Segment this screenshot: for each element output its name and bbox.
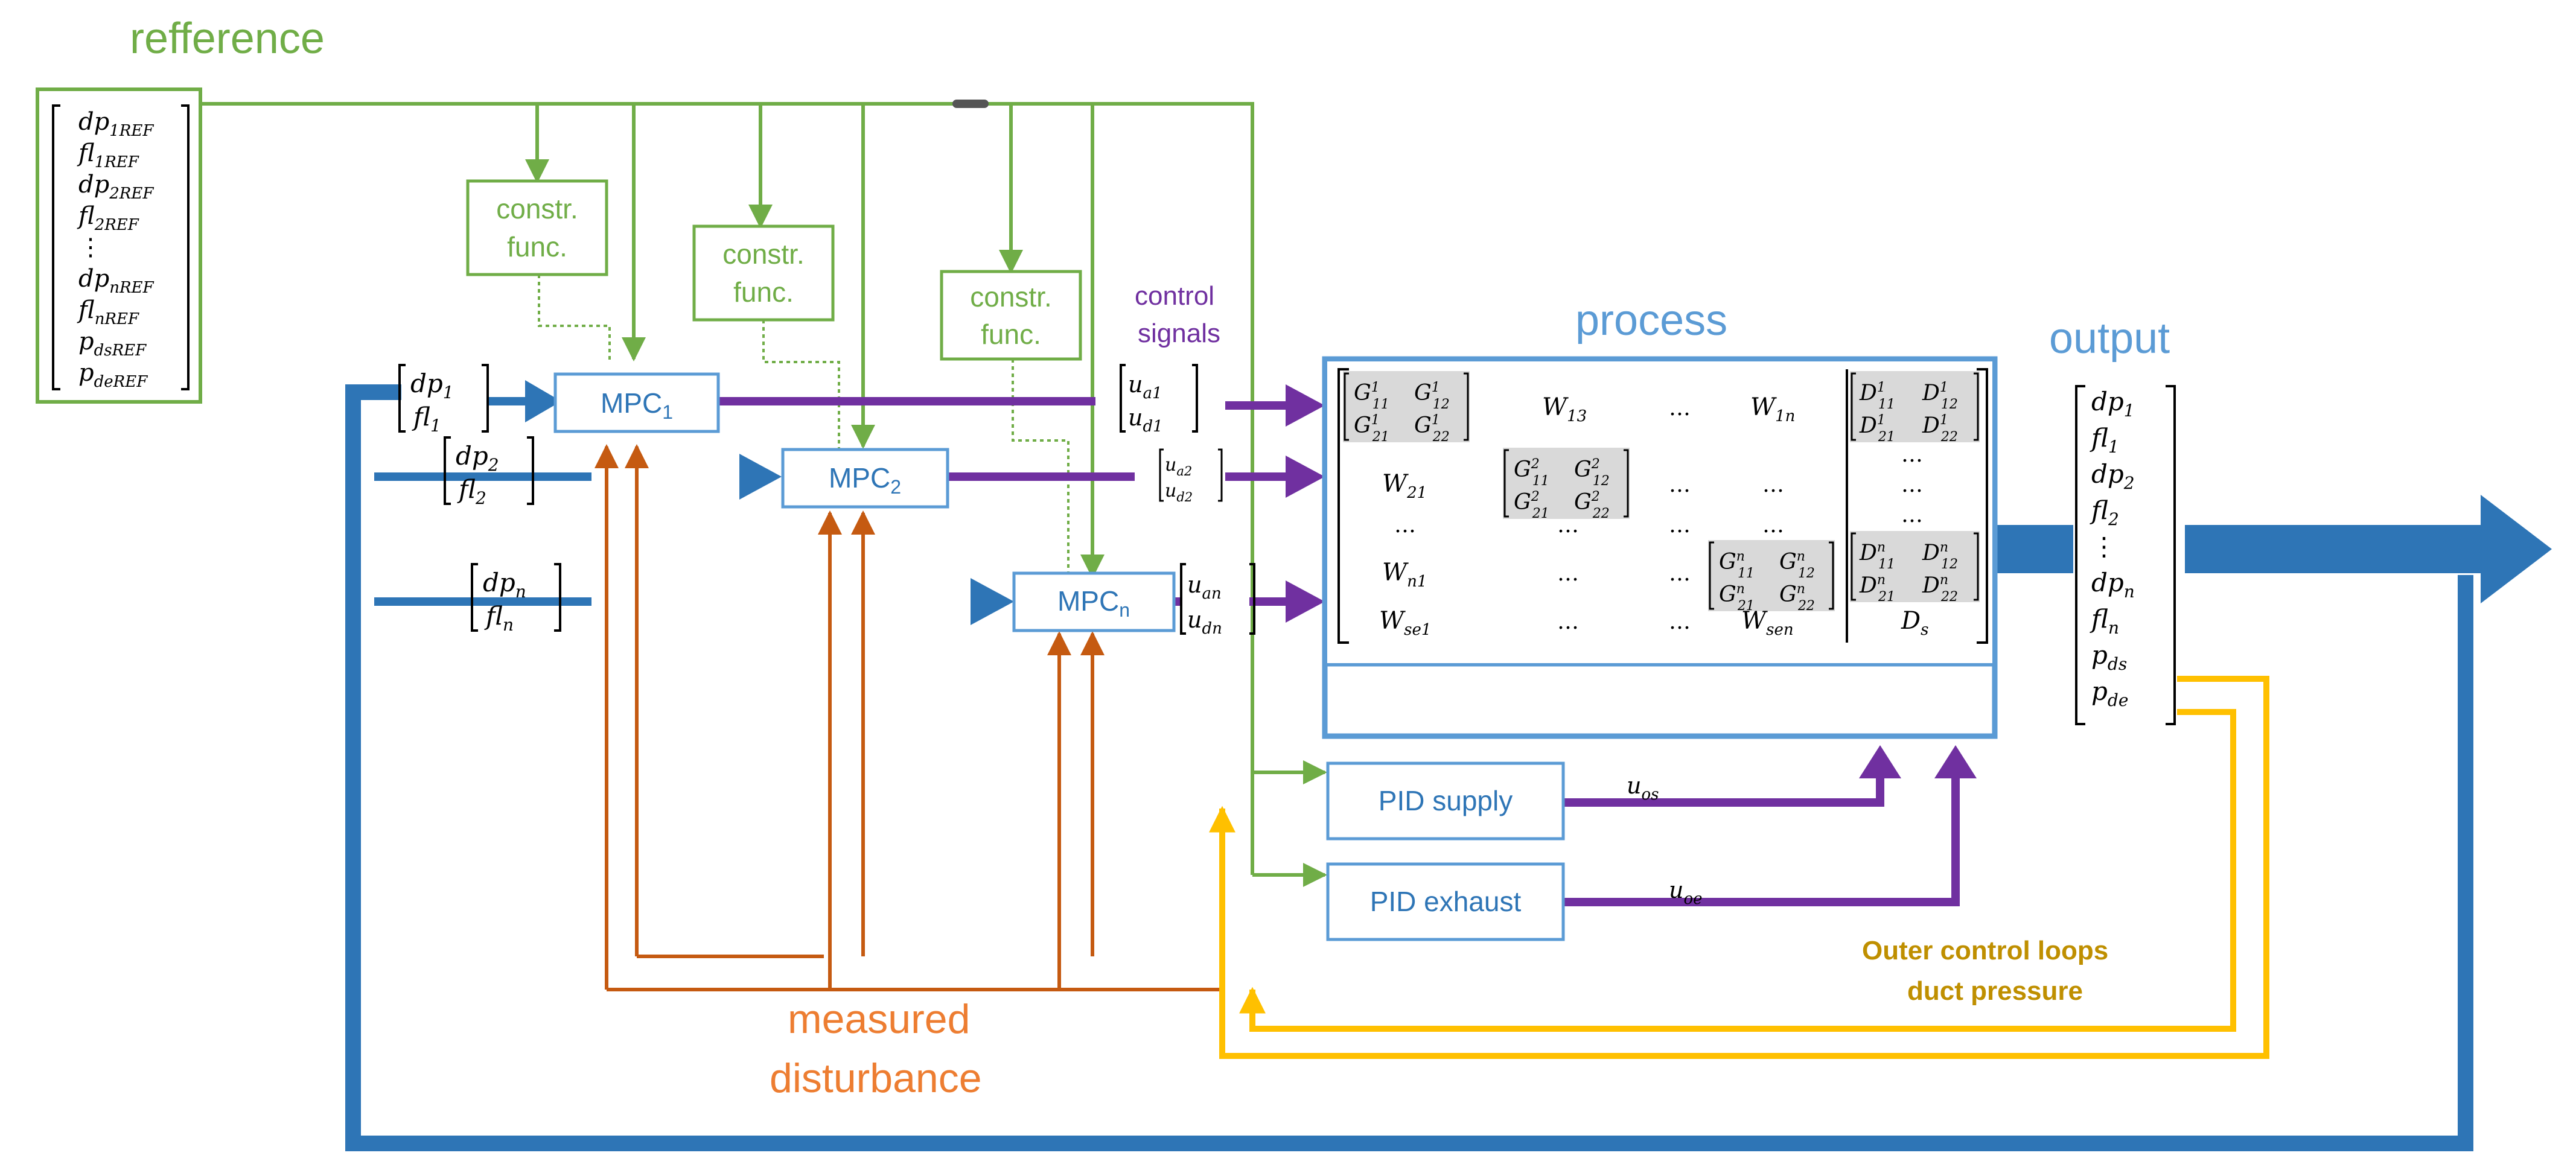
matrix-dots: … xyxy=(1669,513,1691,538)
svg-text:dpn: dpn xyxy=(483,568,526,602)
svg-text:MPC1: MPC1 xyxy=(601,387,673,423)
svg-text:func.: func. xyxy=(981,319,1041,350)
svg-text:ud1: ud1 xyxy=(1128,404,1163,436)
control-signal-arrowheads xyxy=(1286,384,1977,778)
constraint-block-3: constr. func. xyxy=(940,270,1082,361)
svg-text:MPC2: MPC2 xyxy=(829,462,901,498)
svg-text:ua1: ua1 xyxy=(1128,371,1162,402)
matrix-dots: … xyxy=(1557,513,1579,538)
matrix-dots: … xyxy=(1762,472,1784,497)
mpc-block-1: MPC1 xyxy=(553,372,720,433)
matrix-dots: … xyxy=(1394,513,1416,538)
constraint-block-1: constr. func. xyxy=(466,179,608,276)
svg-text:uan: uan xyxy=(1187,571,1222,603)
svg-text:constr.: constr. xyxy=(496,193,578,224)
pid-exhaust-block: PID exhaust xyxy=(1326,862,1565,941)
matrix-dots: … xyxy=(1669,396,1691,421)
matrix-dots: … xyxy=(1901,442,1923,467)
svg-text:MPCn: MPCn xyxy=(1057,585,1130,621)
control-signals-label-2: signals xyxy=(1138,319,1220,348)
reference-vector: dp1REFfl1REFdp2REFfl2REF⋮dpnREFflnREFpds… xyxy=(36,87,202,404)
reference-vector-entry: pdeREF xyxy=(78,359,148,391)
matrix-dots: … xyxy=(1901,503,1923,527)
output-title: output xyxy=(2049,314,2170,363)
control-signal-lines xyxy=(718,397,1960,906)
reference-vector-entry: pdsREF xyxy=(78,328,147,360)
matrix-dots: … xyxy=(1762,513,1784,538)
output-vector-entry: ⋮ xyxy=(2091,532,2117,561)
zone-input-arrowheads xyxy=(525,380,1014,625)
matrix-dots: … xyxy=(1557,561,1579,586)
zone-input-lines xyxy=(374,397,591,606)
output-vector-entry: dp1 xyxy=(2091,387,2135,421)
constraint-dotted-lines xyxy=(538,275,1070,582)
output-vector-entry: fln xyxy=(2090,604,2119,638)
zone-input-vector-1: dp1 fl1 xyxy=(398,364,489,436)
reference-lines xyxy=(199,102,1327,887)
reference-title: refference xyxy=(130,14,325,63)
svg-text:dp1: dp1 xyxy=(410,369,454,402)
svg-text:constr.: constr. xyxy=(970,281,1052,313)
outer-control-loops xyxy=(1209,676,2269,1059)
control-vector-1: ua1 ud1 xyxy=(1120,364,1198,436)
svg-text:dp2: dp2 xyxy=(456,441,499,475)
reference-vector-entry: ⋮ xyxy=(78,234,103,261)
matrix-dots: … xyxy=(1669,472,1691,497)
svg-text:fln: fln xyxy=(484,601,514,635)
svg-text:udn: udn xyxy=(1187,606,1222,638)
reference-line-jumper xyxy=(952,100,989,108)
measured-disturbance-lines xyxy=(595,444,1219,991)
mpc-block-n: MPCn xyxy=(1012,571,1176,632)
pid-supply-block: PID supply xyxy=(1326,761,1565,841)
output-feedback-loop xyxy=(345,384,2473,1151)
matrix-dots: … xyxy=(1669,609,1691,634)
svg-text:func.: func. xyxy=(733,276,794,308)
svg-text:constr.: constr. xyxy=(722,238,805,270)
mpc-block-2: MPC2 xyxy=(781,448,949,509)
svg-text:ua2: ua2 xyxy=(1165,454,1192,478)
control-signals-label-1: control xyxy=(1135,281,1214,311)
control-vector-2: ua2 ud2 xyxy=(1159,448,1223,504)
svg-text:fl1: fl1 xyxy=(412,402,441,436)
matrix-w13: W13 xyxy=(1542,393,1587,425)
outer-loops-label-1: Outer control loops xyxy=(1862,936,2108,965)
matrix-dots: … xyxy=(1557,609,1579,634)
svg-text:PID exhaust: PID exhaust xyxy=(1370,886,1522,917)
zone-input-vector-2: dp2 fl2 xyxy=(444,436,534,508)
matrix-dots: … xyxy=(1669,561,1691,586)
constraint-block-2: constr. func. xyxy=(692,224,835,322)
process-title: process xyxy=(1575,296,1727,345)
measured-disturbance-label-1: measured xyxy=(788,996,970,1042)
svg-text:func.: func. xyxy=(507,231,567,262)
svg-text:ud2: ud2 xyxy=(1165,480,1193,504)
svg-text:PID supply: PID supply xyxy=(1379,785,1513,816)
measured-disturbance-label-2: disturbance xyxy=(770,1055,982,1101)
outer-loops-label-2: duct pressure xyxy=(1907,976,2083,1006)
matrix-dots: … xyxy=(1901,472,1923,497)
control-vector-n: uan udn xyxy=(1180,563,1255,638)
